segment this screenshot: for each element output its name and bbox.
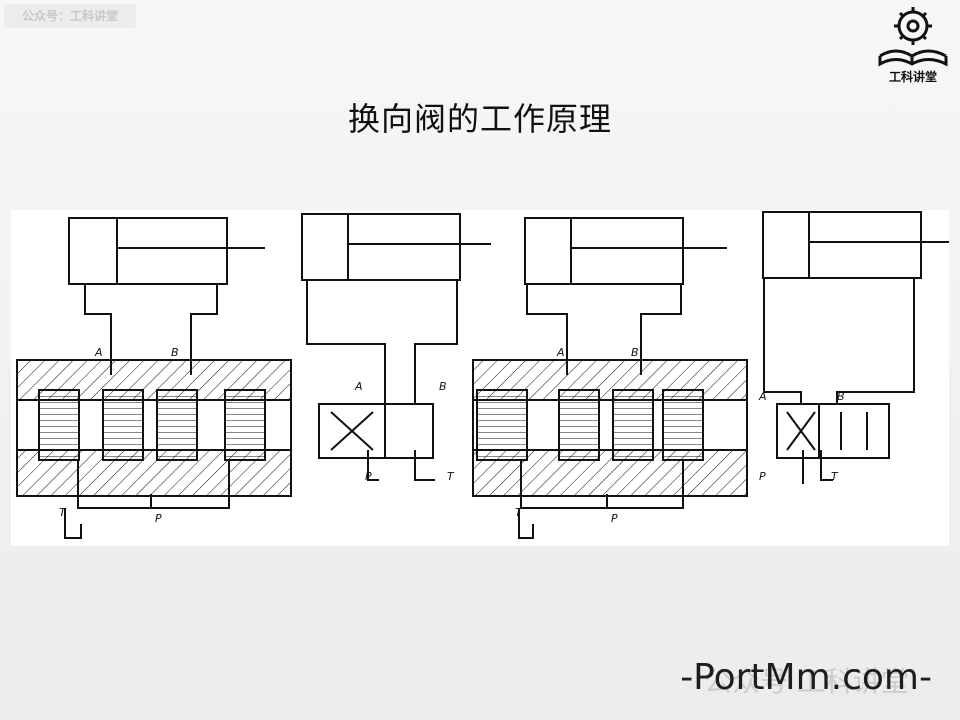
diagram-left-a xyxy=(16,217,292,539)
port-labels: A B T P A B P T A B T P A B P T xyxy=(59,346,845,525)
label-a-2: A xyxy=(354,380,363,393)
bottom-watermark: -PortMm.com- xyxy=(680,657,932,698)
valve-diagram-svg: A B T P A B P T A B T P A B P T xyxy=(16,211,949,539)
label-a-3: A xyxy=(556,346,565,359)
diagram-panel: A B T P A B P T A B T P A B P T xyxy=(11,210,949,546)
label-p-4: P xyxy=(759,470,766,483)
top-watermark-badge: 公众号：工科讲堂 xyxy=(4,4,136,28)
label-t-3: T xyxy=(515,506,523,519)
gear-book-icon xyxy=(878,7,948,67)
label-t-4: T xyxy=(831,470,839,483)
label-p-1: P xyxy=(155,512,162,525)
label-t-2: T xyxy=(447,470,455,483)
logo-text: 工科讲堂 xyxy=(888,70,937,84)
bottom-ghost-watermark: 公众号 工科讲堂 xyxy=(704,665,909,698)
label-b-4: B xyxy=(837,390,845,403)
label-p-2: P xyxy=(365,470,372,483)
label-b-2: B xyxy=(439,380,447,393)
brand-logo: 工科讲堂 xyxy=(872,2,954,88)
label-t-1: T xyxy=(59,506,67,519)
diagram-right-b xyxy=(762,211,949,484)
label-p-3: P xyxy=(611,512,618,525)
label-b-1: B xyxy=(171,346,179,359)
label-a-4: A xyxy=(758,390,767,403)
label-b-3: B xyxy=(631,346,639,359)
page-title: 换向阀的工作原理 xyxy=(347,100,612,138)
diagram-right-a xyxy=(472,217,748,539)
diagram-left-b xyxy=(301,213,491,481)
label-a-1: A xyxy=(94,346,103,359)
